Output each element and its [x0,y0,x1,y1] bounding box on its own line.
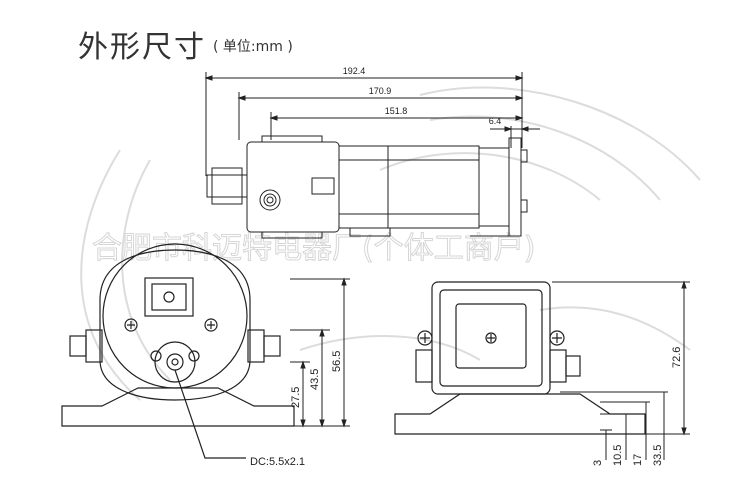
dim-151-8: 151.8 [385,106,408,116]
dim-56-5: 56.5 [331,351,343,372]
front-view-dimensions [280,277,350,428]
dim-170-9: 170.9 [369,86,392,96]
dim-192-4: 192.4 [343,66,366,76]
dim-43-5: 43.5 [309,369,321,390]
dc-connector-label: DC:5.5x2.1 [250,456,305,468]
page-title: 外形尺寸 [78,30,206,65]
front-view [61,243,295,459]
dim-6-4: 6.4 [489,116,502,126]
dim-27-5: 27.5 [290,387,302,408]
dim-3: 3 [592,460,604,466]
end-view-dimensions [552,280,690,460]
dim-72-6: 72.6 [671,347,683,368]
end-view [394,281,646,435]
side-view [204,72,540,239]
watermark-text: 合肥市科迈特电器厂(个体工商户) [92,231,535,266]
dim-33-5: 33.5 [652,445,664,466]
dim-10-5: 10.5 [612,445,624,466]
unit-label: ( 单位:mm ) [213,39,293,55]
dim-17: 17 [632,454,644,466]
